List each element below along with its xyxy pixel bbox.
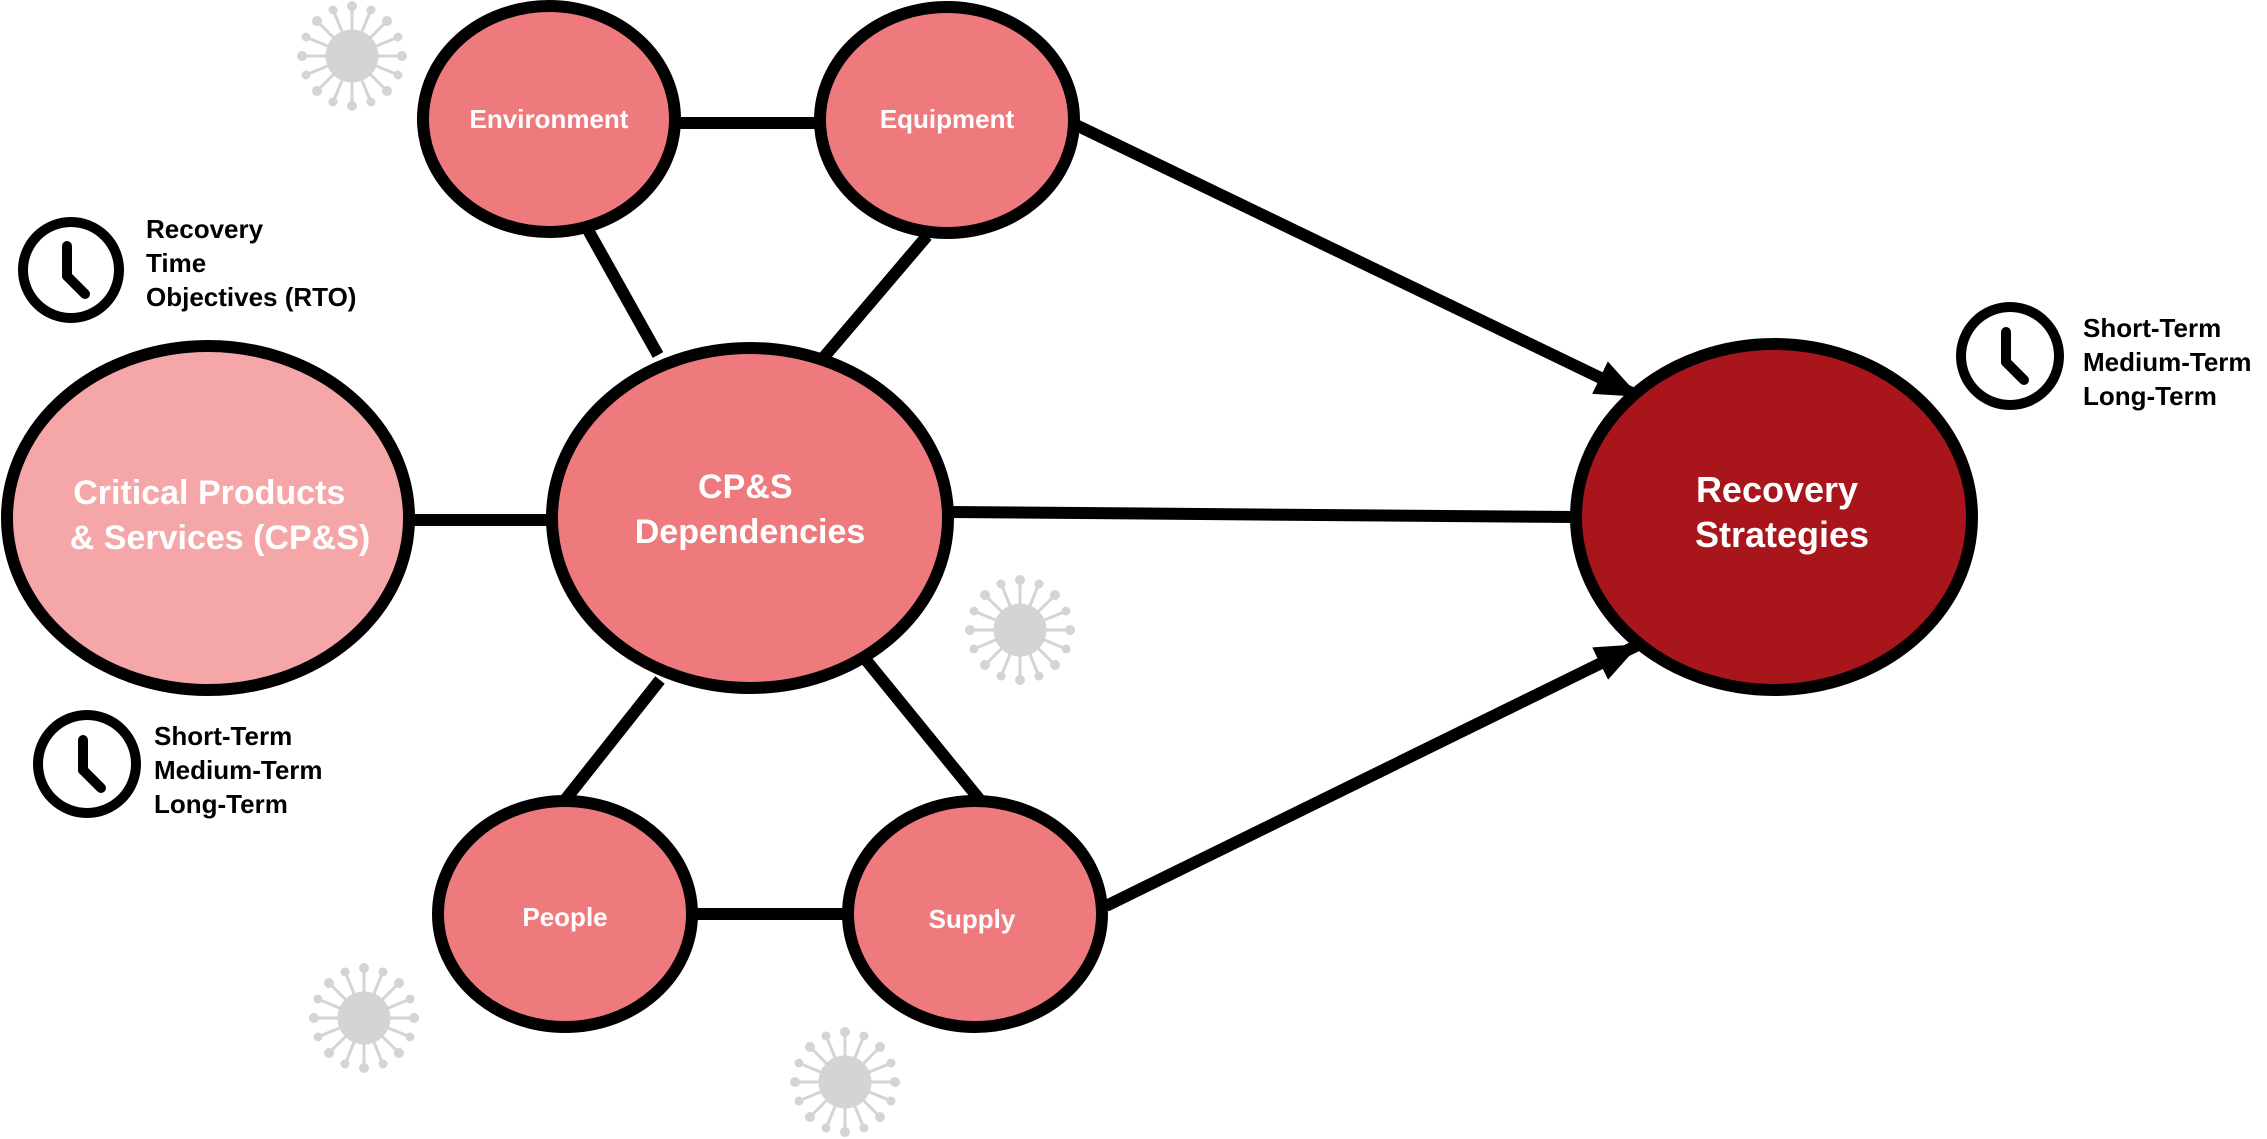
svg-text:Recovery Strategies: Recovery Strategies	[1695, 469, 1869, 555]
rto-note: Recovery Time Objectives (RTO)	[146, 214, 356, 312]
node-people: People	[432, 795, 698, 1033]
supply-label: Supply	[929, 904, 1016, 934]
cps-terms-line-1: Short-Term	[154, 721, 292, 751]
virus-icon	[308, 962, 420, 1074]
node-equipment: Equipment	[814, 1, 1080, 239]
connector-supply-dependencies	[861, 656, 985, 804]
virus-icon	[964, 574, 1076, 686]
recovery-terms-line-1: Short-Term	[2083, 313, 2221, 343]
clock-icon	[33, 710, 141, 818]
connector-people-dependencies	[560, 676, 665, 804]
rto-note-line-3: Objectives (RTO)	[146, 282, 356, 312]
svg-text:CP&S Dependencies: CP&S Dependencies	[635, 468, 866, 551]
people-label: People	[522, 902, 607, 932]
dependencies-label-line-1: CP&S	[698, 468, 792, 506]
node-recovery-strategies: Recovery Strategies	[1570, 338, 1978, 696]
arrow-dependencies-recovery	[947, 506, 1577, 523]
environment-label: Environment	[470, 104, 629, 134]
clock-icon	[1956, 302, 2064, 410]
virus-icon	[789, 1026, 901, 1138]
cps-terms-line-2: Medium-Term	[154, 755, 323, 785]
recovery-terms-line-3: Long-Term	[2083, 381, 2217, 411]
arrows	[947, 119, 1640, 912]
connector-equipment-dependencies	[819, 232, 932, 361]
cps-terms-note: Short-Term Medium-Term Long-Term	[154, 721, 330, 819]
arrow-equipment-recovery	[1073, 119, 1640, 401]
dependencies-label-line-2: Dependencies	[635, 513, 866, 551]
equipment-label: Equipment	[880, 104, 1015, 134]
connector-environment-dependencies	[582, 227, 664, 358]
cps-label-line-2: & Services (CP&S)	[70, 519, 370, 557]
cps-terms-line-3: Long-Term	[154, 789, 288, 819]
arrow-supply-recovery	[1103, 640, 1640, 912]
node-environment: Environment	[417, 0, 681, 238]
recovery-terms-note: Short-Term Medium-Term Long-Term	[2083, 313, 2259, 411]
rto-note-line-2: Time	[146, 248, 206, 278]
node-supply: Supply	[842, 795, 1108, 1033]
recovery-label-line-2: Strategies	[1695, 514, 1869, 555]
virus-icon	[296, 0, 408, 112]
rto-note-line-1: Recovery	[146, 214, 264, 244]
recovery-terms-line-2: Medium-Term	[2083, 347, 2252, 377]
cps-label-line-1: Critical Products	[73, 474, 345, 512]
recovery-label-line-1: Recovery	[1696, 469, 1858, 510]
svg-text:Critical Products & Serv: Critical Products & Services (CP&S)	[70, 474, 370, 557]
connectors	[412, 117, 985, 920]
node-dependencies: CP&S Dependencies	[546, 342, 954, 694]
node-cps: Critical Products & Services (CP&S)	[1, 340, 415, 696]
clock-icon	[18, 217, 124, 323]
